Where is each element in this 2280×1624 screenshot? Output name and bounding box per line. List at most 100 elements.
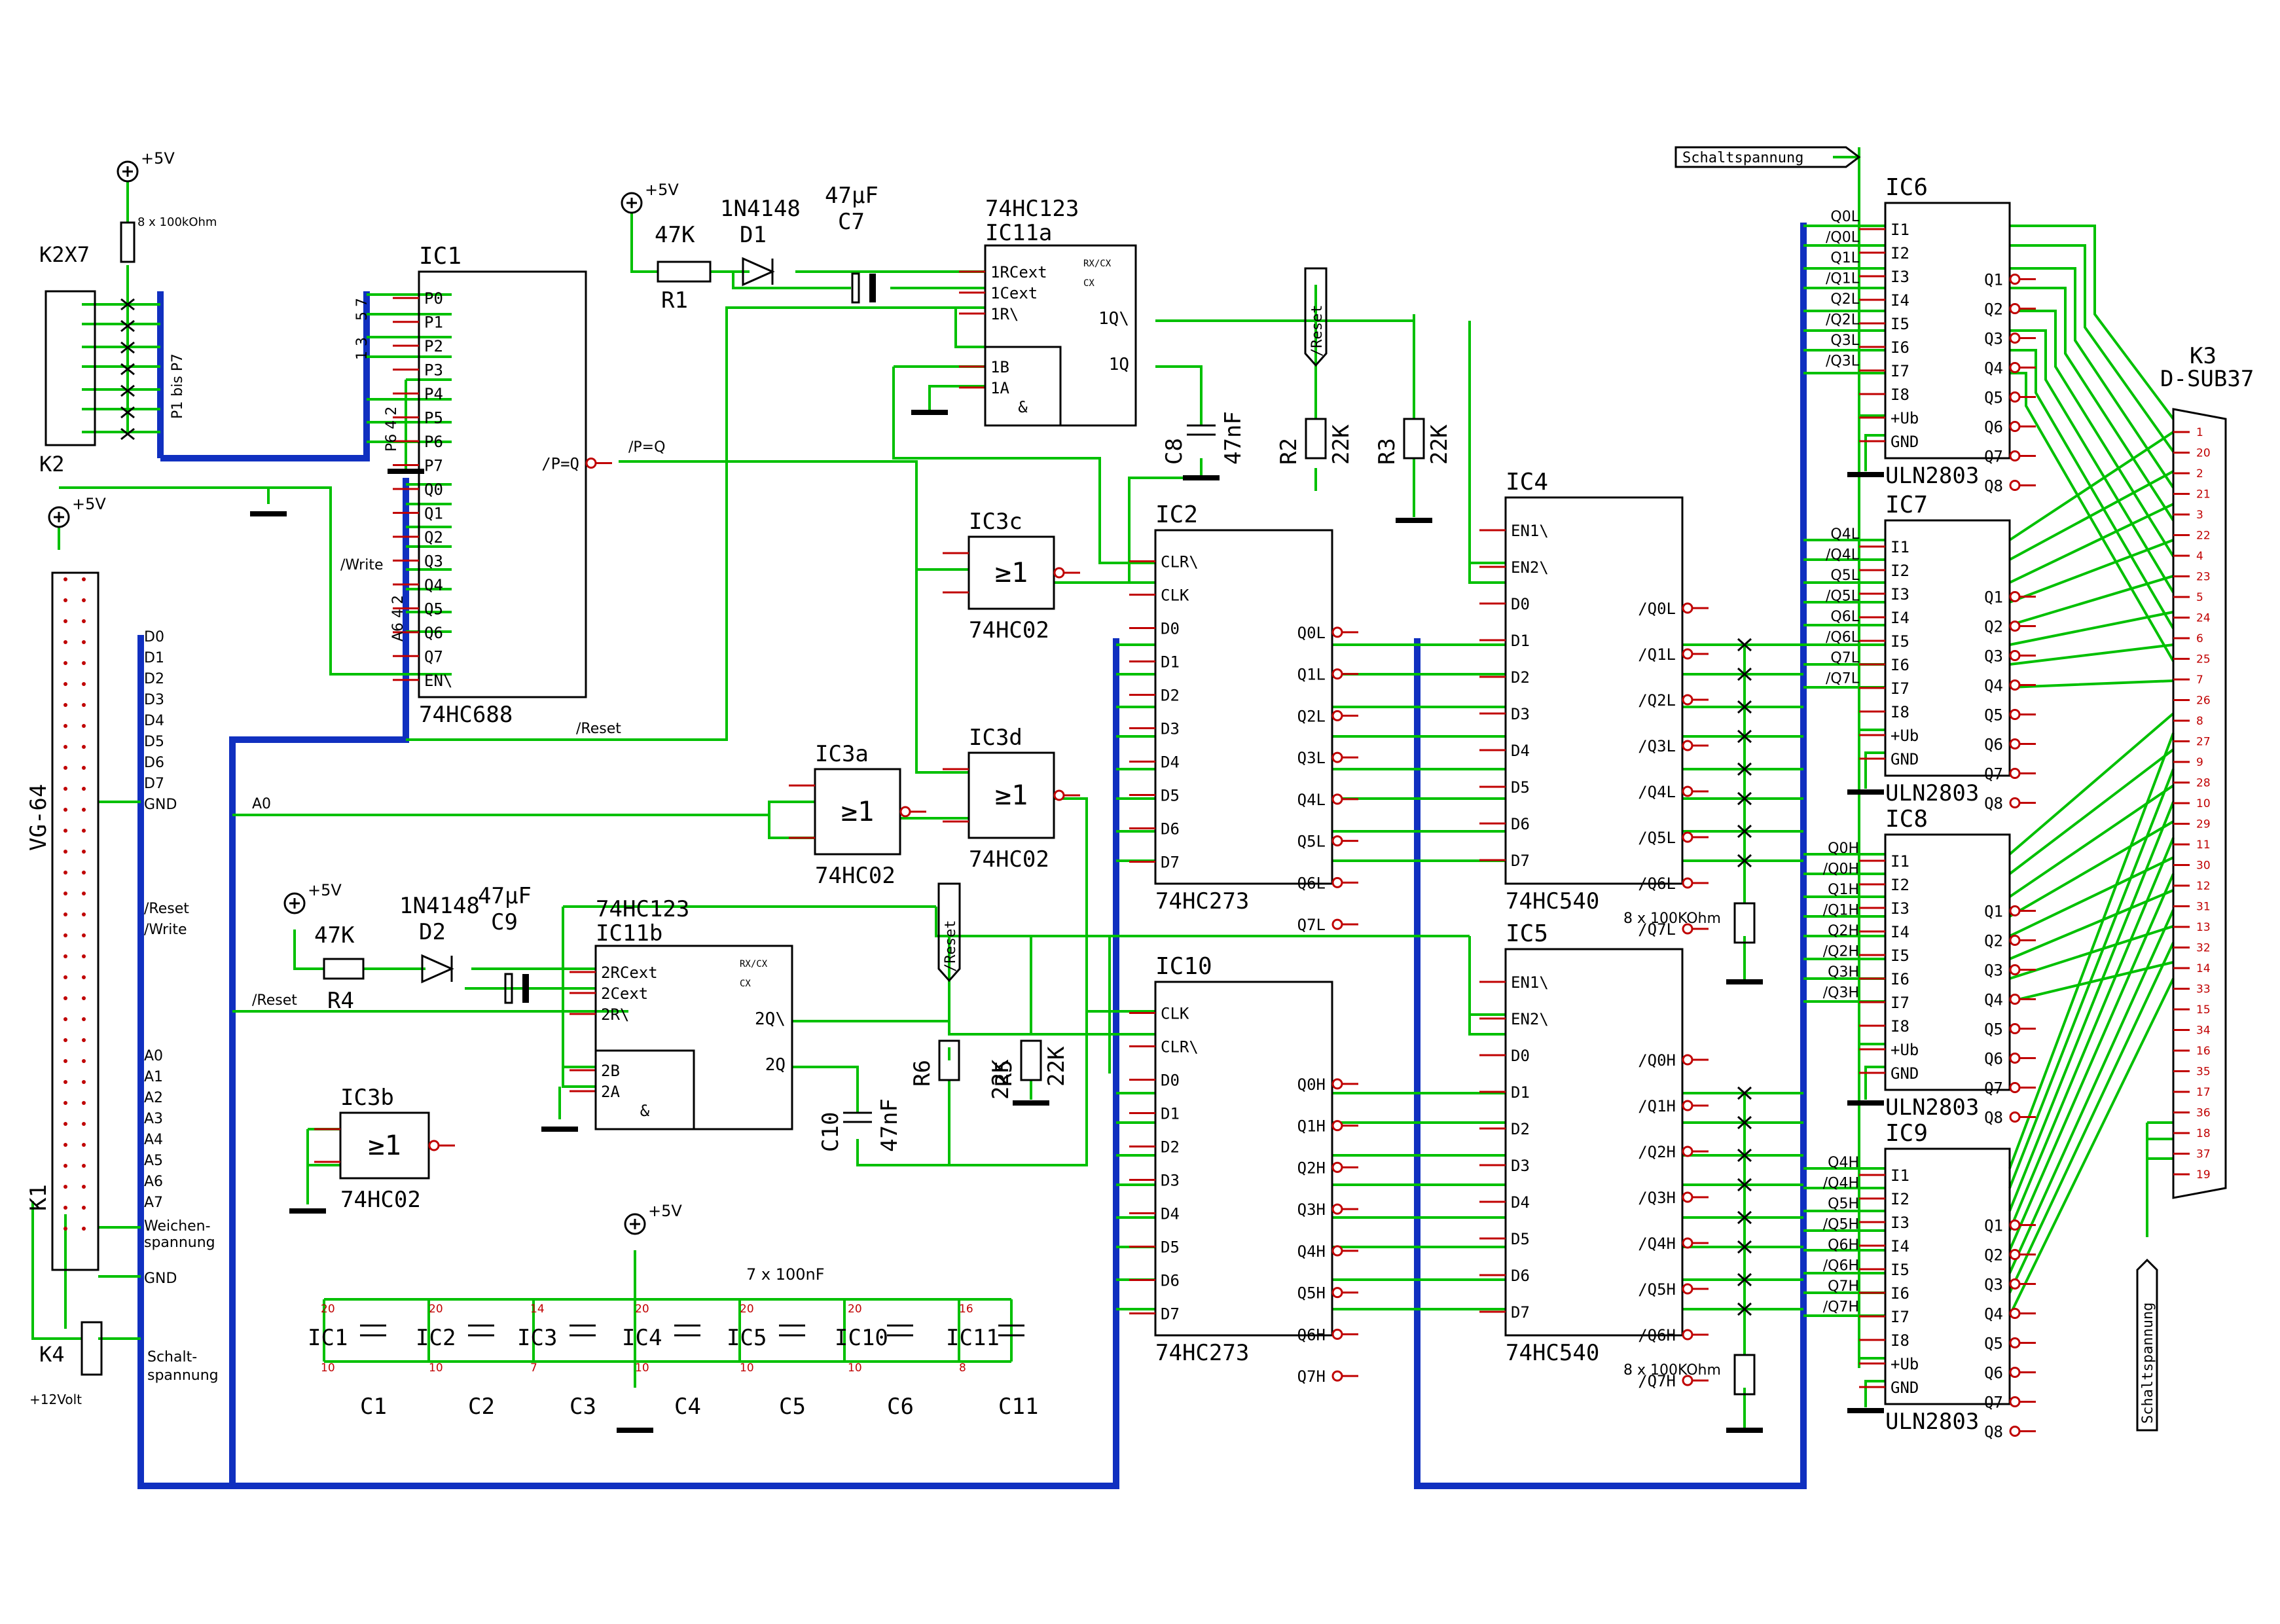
- pin-number: 10: [429, 1362, 443, 1375]
- chip-ic10[interactable]: [1129, 981, 1358, 1382]
- capacitor-value: 47µF: [478, 883, 532, 909]
- pin-label: Q6H: [1297, 1326, 1326, 1344]
- pin-label: Q3: [1984, 330, 2003, 348]
- gate-ic3b[interactable]: [314, 1111, 455, 1180]
- pin-label: /Q5H: [1638, 1280, 1676, 1299]
- junction-cross: [1737, 667, 1752, 681]
- gate-ic3a[interactable]: [789, 768, 926, 856]
- monoflop-ic11a[interactable]: [959, 244, 1137, 427]
- pin-label: Q5: [1984, 706, 2003, 725]
- pin-label: Q7: [1984, 448, 2003, 466]
- capacitor-name: C11: [998, 1394, 1038, 1420]
- pin-label: I3: [1891, 268, 1909, 286]
- dsub-pin-number: 28: [2196, 777, 2211, 790]
- pin-label: D4: [1511, 742, 1530, 760]
- connector-vg64[interactable]: [51, 571, 103, 1376]
- chip-ic7[interactable]: [1859, 519, 2036, 808]
- net-label: Q0L: [1830, 209, 1859, 225]
- monoflop-ic11b[interactable]: [570, 945, 793, 1130]
- connector-dsub37[interactable]: [2172, 408, 2227, 1199]
- reset-flag: [937, 882, 961, 983]
- pin-label: CLR\: [1161, 1038, 1199, 1056]
- pin-label: 1RCext: [990, 263, 1047, 281]
- dsub-pin-number: 3: [2196, 509, 2203, 522]
- pin-label: Q8: [1984, 477, 2003, 496]
- pin-label: D6: [1161, 820, 1180, 839]
- chip-type: 74HC540: [1506, 888, 1599, 914]
- pin-label: I5: [1891, 632, 1909, 651]
- chip-type: ULN2803: [1885, 780, 1979, 806]
- gate-ic3d[interactable]: [943, 751, 1080, 839]
- connector-name: K4: [39, 1342, 65, 1367]
- pin-label: Q4: [1984, 991, 2003, 1009]
- resistor-array-label: 8 x 100KOhm: [1623, 911, 1721, 927]
- pin-label: GND: [1891, 1379, 1919, 1397]
- capacitor: [843, 1111, 872, 1123]
- net-label: Q6L: [1830, 609, 1859, 625]
- pin-label: Q1: [1984, 1217, 2003, 1235]
- dsub-pin-number: 6: [2196, 632, 2203, 645]
- chip-ic6[interactable]: [1859, 202, 2036, 491]
- dsub-pin-number: 2: [2196, 467, 2203, 480]
- chip-ic5[interactable]: [1479, 948, 1709, 1386]
- pin-label: 1Cext: [990, 284, 1038, 302]
- voltage-label: +12Volt: [29, 1392, 82, 1407]
- dsub-pin-number: 24: [2196, 612, 2211, 625]
- pin-label: I7: [1891, 679, 1909, 698]
- pin-label: 1R\: [990, 305, 1019, 323]
- pin-label: Q7L: [1297, 916, 1326, 934]
- chip-ic2[interactable]: [1129, 529, 1358, 930]
- vcc-label: +5V: [645, 181, 679, 199]
- pin-number: 20: [429, 1303, 443, 1316]
- capacitor-name: C6: [887, 1394, 914, 1420]
- pin-label: 1B: [990, 358, 1009, 376]
- note: spannung: [147, 1367, 219, 1384]
- pin-label: D1: [1511, 1083, 1530, 1102]
- pin-label: D7: [1161, 1305, 1180, 1324]
- net-label: /Q0L: [1826, 230, 1860, 246]
- pin-label: D5: [1511, 1230, 1530, 1248]
- pin-number: 16: [959, 1303, 973, 1316]
- chip-ic8[interactable]: [1859, 833, 2036, 1123]
- pin-label: P6: [424, 433, 443, 451]
- resistor: [1020, 1039, 1042, 1081]
- decoupling-capacitor: [360, 1324, 386, 1337]
- diode: [742, 257, 775, 287]
- pin-label: /Q3L: [1638, 737, 1676, 755]
- net-label: Q4H: [1828, 1155, 1859, 1171]
- pin-label: /Q4H: [1638, 1235, 1676, 1253]
- pin-number: 10: [635, 1362, 649, 1375]
- gate-type: 74HC02: [969, 617, 1049, 643]
- junction-cross: [1737, 762, 1752, 776]
- resistor-name: R2: [1276, 438, 1302, 465]
- resistor-array-label: 8 x 100kOhm: [137, 215, 217, 229]
- connector-k2[interactable]: [45, 221, 136, 446]
- capacitor-name: C7: [838, 209, 865, 235]
- decoupling-capacitor: [674, 1324, 700, 1337]
- chip-type: 74HC688: [419, 702, 513, 728]
- pin-label: /Q3H: [1638, 1189, 1676, 1207]
- pin-label: EN2\: [1511, 558, 1549, 577]
- bus-signal-label: A3: [144, 1111, 163, 1127]
- dsub-pin-number: 32: [2196, 942, 2211, 955]
- bus-signal-label: D6: [144, 755, 164, 771]
- dsub-pin-number: 27: [2196, 736, 2211, 749]
- pin-number: 14: [530, 1303, 545, 1316]
- connector-name: VG-64: [26, 784, 52, 851]
- note: Weichen-: [144, 1218, 211, 1235]
- pin-label: D1: [1511, 632, 1530, 650]
- pin-label: I5: [1891, 1261, 1909, 1279]
- gate-ic3c[interactable]: [943, 535, 1080, 610]
- net-label: /Q6H: [1823, 1258, 1859, 1274]
- pin-label: D5: [1511, 778, 1530, 797]
- diode-name: D1: [740, 222, 767, 248]
- net-label: Q4L: [1830, 526, 1859, 543]
- dsub-pin-number: 35: [2196, 1066, 2211, 1079]
- pin-label: I1: [1891, 1166, 1909, 1185]
- chip-ic9[interactable]: [1859, 1147, 2036, 1437]
- chip-ic4[interactable]: [1479, 496, 1709, 935]
- gate-symbol: ≥1: [995, 779, 1028, 811]
- dsub-pin-number: 1: [2196, 426, 2203, 439]
- chip-ic1[interactable]: [393, 270, 612, 698]
